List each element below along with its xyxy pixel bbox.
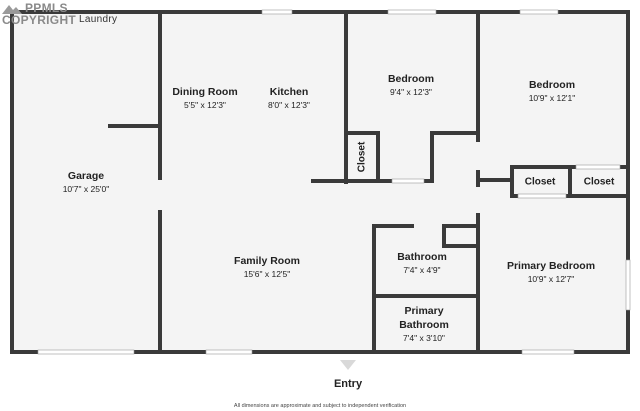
room-dims: 7'4" x 3'10" xyxy=(403,333,445,343)
room-name: Primary Bedroom xyxy=(506,260,596,272)
room-dining: Dining Room 5'5" x 12'3" xyxy=(172,86,237,110)
room-primary-bathroom: Primary Bathroom 7'4" x 3'10" xyxy=(399,305,449,343)
closet-door xyxy=(575,164,621,170)
room-dims: 8'0" x 12'3" xyxy=(268,100,310,110)
room-garage: Garage 10'7" x 25'0" xyxy=(63,170,110,194)
room-bathroom: Bathroom 7'4" x 4'9" xyxy=(397,251,447,275)
room-dims: 10'7" x 25'0" xyxy=(62,184,110,194)
room-name: Kitchen xyxy=(269,86,309,98)
room-primary-bedroom: Primary Bedroom 10'9" x 12'7" xyxy=(507,260,595,284)
window xyxy=(519,9,559,15)
closet-primary: Closet xyxy=(583,176,615,188)
room-name: Dining Room xyxy=(172,86,238,98)
room-name: Family Room xyxy=(234,255,300,267)
entry-label: Entry xyxy=(333,378,363,390)
room-dims: 9'4" x 12'3" xyxy=(390,87,432,97)
window xyxy=(387,9,437,15)
window xyxy=(625,259,631,311)
room-name-line2: Bathroom xyxy=(399,319,449,331)
closet-bedroom-2: Closet xyxy=(524,176,556,188)
window xyxy=(521,349,575,355)
room-dims: 15'6" x 12'5" xyxy=(243,269,291,279)
room-name: Bedroom xyxy=(528,79,576,91)
windows xyxy=(37,9,631,355)
room-dims: 7'4" x 4'9" xyxy=(403,265,441,275)
garage-door xyxy=(37,349,135,355)
room-bedroom-2: Bedroom 10'9" x 12'1" xyxy=(529,79,576,103)
watermark: PPMLS COPYRIGHT Laundry xyxy=(2,2,117,26)
room-name-line1: Primary xyxy=(404,305,444,317)
watermark-copyright: COPYRIGHT xyxy=(2,13,77,27)
window xyxy=(261,9,293,15)
room-dims: 10'9" x 12'1" xyxy=(528,93,576,103)
watermark-brand: PPMLS xyxy=(25,1,68,15)
room-name: Garage xyxy=(67,170,105,182)
room-dims: 5'5" x 12'3" xyxy=(184,100,226,110)
closet-door xyxy=(517,193,567,199)
window xyxy=(205,349,253,355)
room-family: Family Room 15'6" x 12'5" xyxy=(234,255,300,279)
walls xyxy=(10,10,630,354)
mountain-logo-icon xyxy=(2,5,22,14)
window xyxy=(391,178,425,184)
room-name: Bedroom xyxy=(387,73,435,85)
room-dims: 10'9" x 12'7" xyxy=(527,274,575,284)
room-bedroom-1: Bedroom 9'4" x 12'3" xyxy=(388,73,434,97)
room-kitchen: Kitchen 8'0" x 12'3" xyxy=(268,86,310,110)
disclaimer: All dimensions are approximate and subje… xyxy=(233,403,407,409)
entry-marker-icon xyxy=(340,360,356,370)
closet-bedroom-1: Closet xyxy=(356,141,368,173)
laundry-label: Laundry xyxy=(79,14,118,25)
room-name: Bathroom xyxy=(397,251,447,263)
